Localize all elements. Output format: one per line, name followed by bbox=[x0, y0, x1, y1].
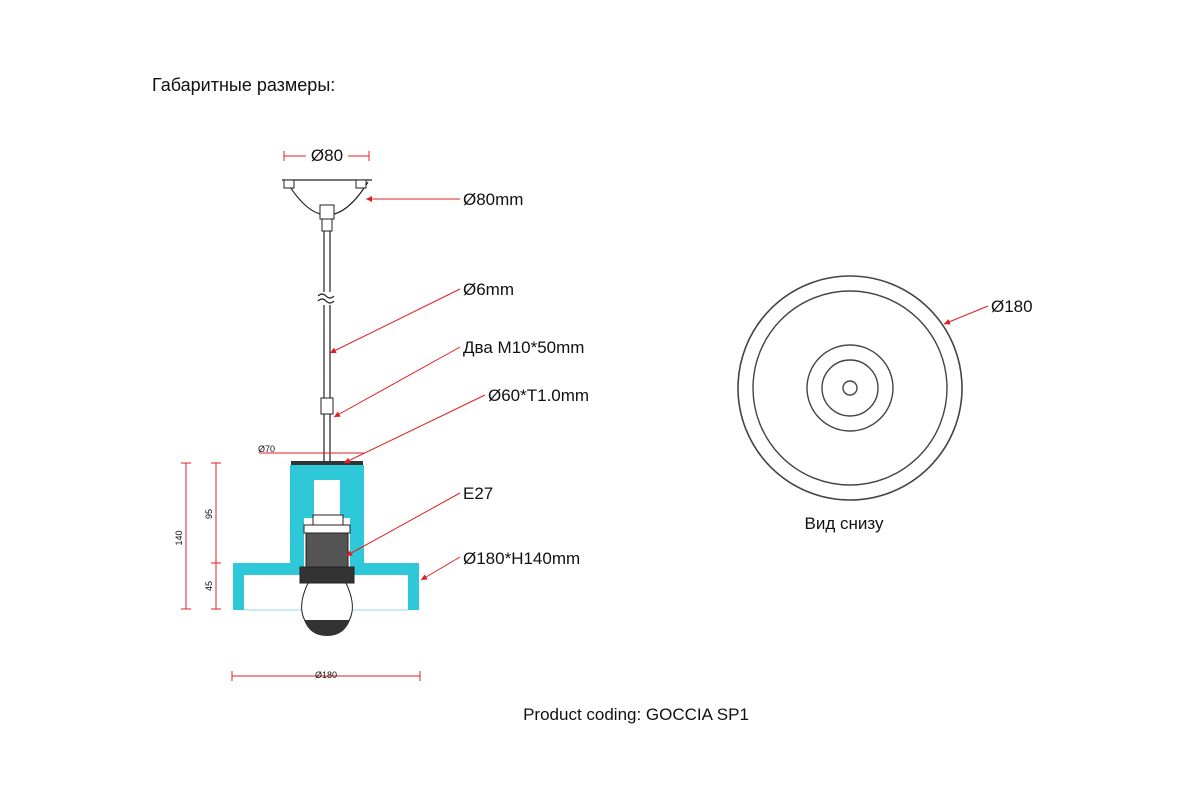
bottom-width-dimension: Ø180 bbox=[231, 670, 421, 681]
callout-socket: E27 bbox=[463, 484, 493, 503]
top-width-label: Ø70 bbox=[258, 444, 275, 454]
callout-screws: Два M10*50mm bbox=[463, 338, 584, 357]
outer-ring bbox=[737, 275, 963, 501]
bottom-view-caption: Вид снизу bbox=[805, 514, 884, 533]
socket bbox=[299, 514, 355, 584]
canopy-width-label: Ø80 bbox=[311, 146, 343, 165]
callout-shade: Ø180*H140mm bbox=[463, 549, 580, 568]
heading-text: Габаритные размеры: bbox=[152, 75, 335, 95]
callout-disc: Ø60*T1.0mm bbox=[488, 386, 589, 405]
socket-ring-inner bbox=[821, 359, 879, 417]
upper-height-label: 95 bbox=[204, 509, 214, 519]
bottom-width-label: Ø180 bbox=[315, 670, 337, 680]
bulb bbox=[301, 582, 353, 636]
lower-height-label: 45 bbox=[204, 581, 214, 591]
bottom-diameter-label: Ø180 bbox=[991, 297, 1033, 316]
product-coding: Product coding: GOCCIA SP1 bbox=[523, 705, 749, 724]
canopy-width-dimension: Ø80 bbox=[283, 144, 370, 166]
height-dimensions: 140 95 45 bbox=[174, 462, 221, 610]
top-width-dimension: Ø70 bbox=[258, 444, 364, 454]
bottom-view: Ø180 Вид снизу bbox=[737, 275, 1033, 533]
callout-cable: Ø6mm bbox=[463, 280, 514, 299]
inner-ring bbox=[752, 290, 948, 486]
canopy bbox=[282, 179, 372, 232]
callout-canopy: Ø80mm bbox=[463, 190, 523, 209]
callouts: Ø80mm Ø6mm Два M10*50mm Ø60*T1.0mm E27 Ø… bbox=[329, 190, 589, 581]
shade bbox=[233, 465, 419, 610]
center-hole bbox=[842, 380, 858, 396]
top-disc bbox=[291, 461, 363, 465]
total-height-label: 140 bbox=[174, 530, 184, 545]
socket-ring-outer bbox=[806, 344, 894, 432]
cable bbox=[317, 231, 335, 462]
